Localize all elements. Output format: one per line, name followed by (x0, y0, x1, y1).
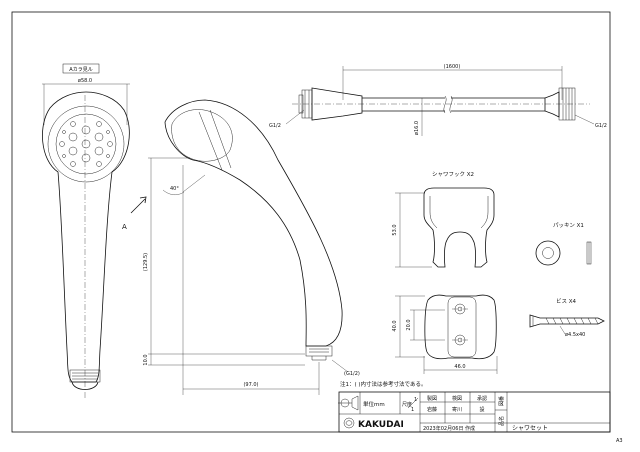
header-seizu: 製図 (427, 395, 437, 402)
shower-side-view: (129.5) 10.0 (97.0) 40° (G1/2) (143, 99, 360, 395)
title-block-frame (338, 391, 611, 433)
hook-front-view: シャワフック X2 53.0 (392, 171, 495, 268)
front-handle-outline (42, 91, 130, 383)
screw-title: ビス X4 (556, 297, 577, 305)
dim-hose-length: (1600) (444, 64, 461, 70)
side-connector (305, 345, 333, 361)
dim-20: 20.0 (406, 319, 412, 330)
shower-front-view: Aカラ見ル ø58.0 (42, 63, 147, 400)
view-a-label-box (62, 63, 100, 74)
side-handle-outline (164, 99, 343, 347)
packing-title: パッキン X1 (553, 222, 584, 229)
projection-symbol-icon (338, 395, 359, 411)
hose-view: (1600) ø16.0 G1/2 G1/2 (269, 64, 607, 136)
view-a-arrow: A (122, 196, 147, 231)
side-zumen: 図番 (498, 396, 505, 406)
product-name: シャワセット (512, 425, 548, 432)
view-a-label: Aカラ見ル (69, 67, 92, 73)
dim-angle: 40° (170, 186, 179, 192)
sheet-border (11, 11, 611, 433)
thread-label-left: G1/2 (269, 123, 281, 129)
scale-value: 1 (414, 397, 417, 403)
sheet-size: A3 (616, 438, 623, 444)
front-connector (69, 369, 101, 390)
dim-thread-shower: (G1/2) (344, 371, 360, 377)
scale-value-2: 1 (411, 407, 414, 413)
name-seizu: 岩藤 (427, 406, 437, 413)
screw-view: ビス X4 ø4.5x40 (529, 297, 605, 338)
side-hinmei: 品名 (498, 416, 505, 426)
dim-head-diameter: ø58.0 (78, 78, 92, 84)
dim-height: (129.5) (143, 253, 149, 271)
header-shonin: 承認 (477, 395, 487, 402)
dim-hose-diameter: ø16.0 (414, 121, 420, 135)
dim-97: (97.0) (243, 382, 258, 388)
dim-hook-height: 53.0 (392, 224, 398, 235)
dim-40: 40.0 (392, 320, 398, 331)
dim-10: 10.0 (143, 354, 149, 365)
header-kenzu: 検図 (452, 395, 462, 402)
name-shonin: 設 (479, 406, 484, 413)
thread-label-right: G1/2 (595, 123, 607, 129)
hook-bottom-view: 40.0 20.0 46.0 (392, 294, 498, 374)
kakudai-logo-icon (343, 417, 355, 429)
name-kenzu: 寄川 (452, 406, 462, 413)
screw-spec: ø4.5x40 (565, 332, 585, 338)
dim-46: 46.0 (454, 364, 465, 370)
unit-label: 単位mm (363, 400, 385, 408)
drawing-date: 2023年02月06日 作成 (423, 425, 475, 432)
view-a-arrow-label: A (122, 223, 127, 231)
packing-view: パッキン X1 (535, 222, 592, 266)
title-note: 注1：( )内寸法は参考寸法である。 (340, 380, 427, 388)
scale-label: 尺度 (402, 401, 412, 408)
title-block: 注1：( )内寸法は参考寸法である。 単位mm 尺度 1 1 製図 検図 承認 … (338, 380, 611, 433)
nozzle-holes (59, 121, 113, 167)
hook-title: シャワフック X2 (432, 171, 474, 178)
company-logo: KAKUDAI (358, 420, 404, 430)
